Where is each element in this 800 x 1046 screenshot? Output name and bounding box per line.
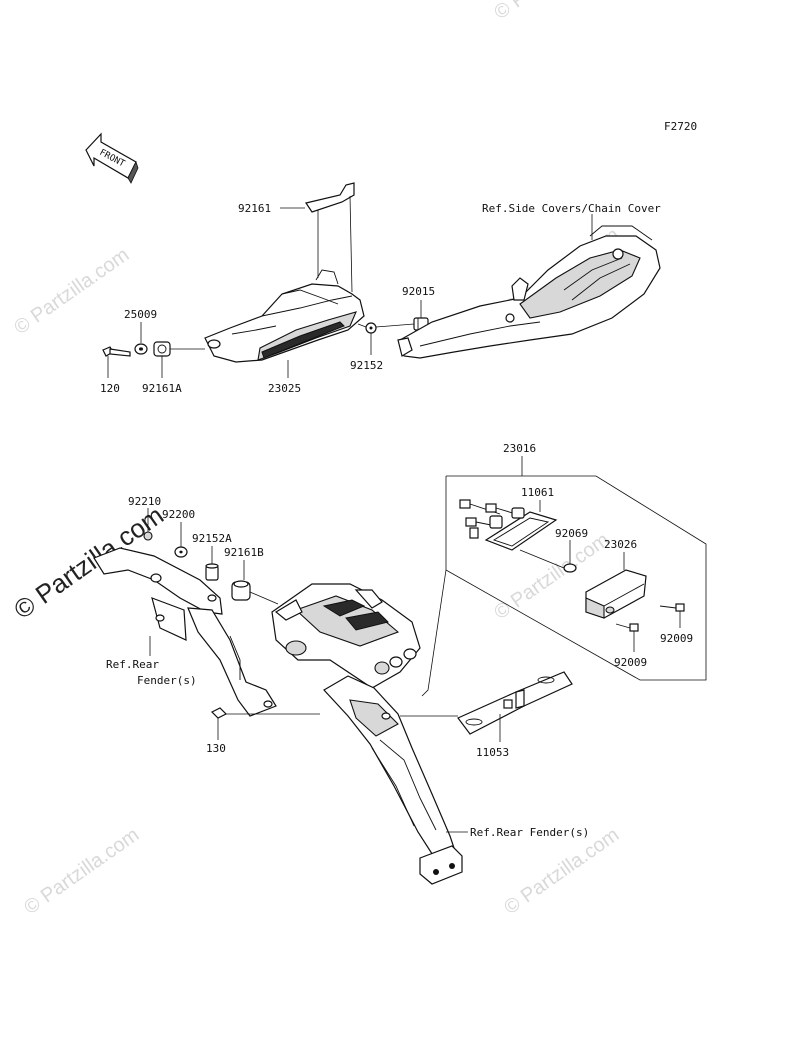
part-120-bolt bbox=[102, 346, 131, 357]
label-92009: 92009 bbox=[660, 632, 693, 645]
watermark: © Partzilla.com bbox=[490, 0, 613, 24]
label-120: 120 bbox=[100, 382, 120, 395]
part-23026-lamp bbox=[585, 569, 647, 619]
part-11053-license-bracket bbox=[457, 671, 573, 735]
part-92152A-collar bbox=[205, 563, 219, 581]
part-23025-seat-cowl bbox=[204, 269, 365, 363]
label-25009: 25009 bbox=[124, 308, 157, 321]
label-23025: 23025 bbox=[268, 382, 301, 395]
label-92152A: 92152A bbox=[192, 532, 232, 545]
label-92161B: 92161B bbox=[224, 546, 264, 559]
label-11061: 11061 bbox=[521, 486, 554, 499]
part-92152-washer bbox=[365, 322, 377, 334]
part-130-bolt bbox=[210, 707, 246, 719]
part-92210-nut bbox=[143, 531, 153, 541]
part-92161-bracket bbox=[305, 182, 355, 293]
part-92009-screw bbox=[659, 603, 685, 612]
label-92152: 92152 bbox=[350, 359, 383, 372]
label-92161: 92161 bbox=[238, 202, 271, 215]
label-92200: 92200 bbox=[162, 508, 195, 521]
part-92161A-grommet bbox=[153, 341, 171, 357]
label-ref-rear-fender-line1: Ref.Rear bbox=[106, 658, 159, 671]
part-25009-washer bbox=[134, 343, 148, 355]
front-arrow-icon: FRONT bbox=[85, 132, 139, 184]
label-ref-rear-fender: Ref.Rear Fender(s) bbox=[470, 826, 589, 839]
label-92009: 92009 bbox=[614, 656, 647, 669]
label-ref-rear-fender-line2: Fender(s) bbox=[137, 674, 197, 687]
watermark: © Partzilla.com bbox=[20, 824, 143, 919]
part-92200-washer bbox=[174, 546, 188, 558]
part-92009-screw bbox=[615, 623, 639, 632]
figure-code: F2720 bbox=[664, 120, 697, 133]
part-92161B-grommet bbox=[231, 580, 251, 601]
label-92015: 92015 bbox=[402, 285, 435, 298]
label-92069: 92069 bbox=[555, 527, 588, 540]
watermark: © Partzilla.com bbox=[10, 244, 133, 339]
label-92161A: 92161A bbox=[142, 382, 182, 395]
label-ref-side-covers: Ref.Side Covers/Chain Cover bbox=[482, 202, 661, 215]
label-23026: 23026 bbox=[604, 538, 637, 551]
part-rear-fender-main bbox=[271, 583, 463, 885]
label-92210: 92210 bbox=[128, 495, 161, 508]
label-11053: 11053 bbox=[476, 746, 509, 759]
label-130: 130 bbox=[206, 742, 226, 755]
part-11061-lamp-bracket bbox=[459, 499, 558, 551]
label-23016: 23016 bbox=[503, 442, 536, 455]
part-side-cover-assembly bbox=[397, 225, 661, 359]
part-rear-fender-bracket-left bbox=[93, 547, 277, 717]
